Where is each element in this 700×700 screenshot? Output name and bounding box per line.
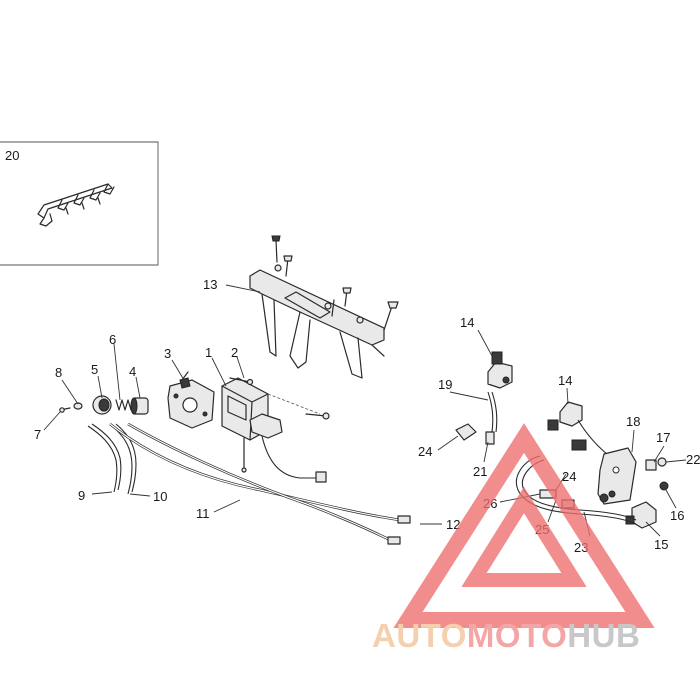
callout-12: 12 [446, 517, 460, 532]
callout-18: 18 [626, 414, 640, 429]
callout-2: 2 [231, 345, 238, 360]
cable-part-23-25-26 [516, 455, 637, 525]
watermark-moto: MOTO [467, 617, 567, 654]
callout-11: 11 [196, 506, 210, 521]
callout-21: 21 [473, 464, 487, 479]
callout-20: 20 [5, 148, 19, 163]
callout-24-right: 24 [562, 469, 576, 484]
callout-8: 8 [55, 365, 62, 380]
spring-part-6 [115, 399, 132, 411]
callout-4: 4 [129, 364, 136, 379]
bolt-part-22 [657, 457, 667, 467]
mounting-bracket-part-13 [249, 235, 399, 379]
watermark-triangle-logo [393, 423, 655, 628]
callout-24-left: 24 [418, 444, 432, 459]
callout-17: 17 [656, 430, 670, 445]
callout-7: 7 [34, 427, 41, 442]
nut-part-16 [659, 481, 669, 491]
callout-14-upper: 14 [460, 315, 474, 330]
switch-part-15 [625, 501, 657, 529]
watermark: AUTOMOTOHUB [372, 423, 655, 654]
callout-3: 3 [164, 346, 171, 361]
callout-numbers: 20 13 1 2 3 6 5 4 8 7 9 10 11 12 14 19 2… [5, 148, 700, 555]
nut-part-17 [645, 459, 657, 471]
callout-19: 19 [438, 377, 452, 392]
callout-14-lower: 14 [558, 373, 572, 388]
callout-9: 9 [78, 488, 85, 503]
watermark-hub: HUB [567, 617, 640, 654]
cable-part-9 [87, 423, 122, 493]
sensor-part-14-lower [547, 401, 613, 459]
cable-part-10 [111, 423, 137, 495]
callout-10: 10 [153, 489, 167, 504]
inset-box-part-20 [0, 141, 159, 266]
callout-22: 22 [686, 452, 700, 467]
bushing-part-4 [130, 397, 149, 415]
callout-13: 13 [203, 277, 217, 292]
washer-part-8 [73, 402, 83, 410]
callout-1: 1 [205, 345, 212, 360]
callout-16: 16 [670, 508, 684, 523]
knob-part-5 [92, 395, 112, 415]
cap-part-24-left [455, 423, 477, 441]
mounting-plate-part-3 [167, 371, 215, 429]
watermark-wordmark: AUTOMOTOHUB [372, 617, 640, 654]
cable-part-11 [109, 422, 411, 524]
callout-5: 5 [91, 362, 98, 377]
callout-15: 15 [654, 537, 668, 552]
actuator-housing-part-1 [221, 377, 327, 483]
connector-part-21 [485, 431, 495, 445]
bolt-part-2 [229, 377, 254, 386]
screw-part-7 [59, 407, 71, 413]
bolt-lower [305, 412, 330, 420]
sensor-part-14-upper [487, 351, 513, 389]
watermark-auto: AUTO [372, 617, 467, 654]
bracket-part-18 [597, 447, 637, 505]
harness-clip-part-20 [37, 183, 115, 227]
cable-part-12 [127, 422, 442, 545]
callout-6: 6 [109, 332, 116, 347]
hose-part-19 [487, 391, 498, 433]
